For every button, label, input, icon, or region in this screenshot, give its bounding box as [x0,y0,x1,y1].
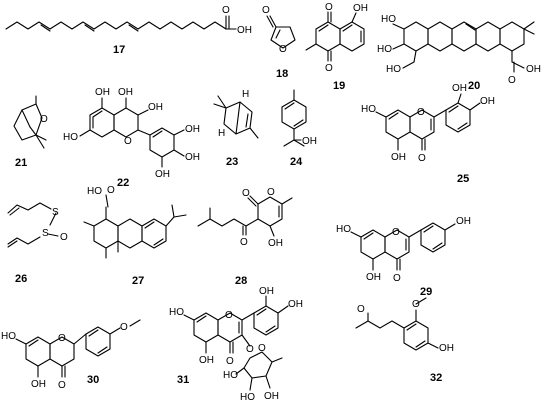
atom-o-ring: O [279,44,287,55]
atom-oh-5p: OH [155,169,170,180]
atom-oh: OH [237,25,252,36]
atom-o-glycoside: O [246,344,254,355]
atom-o-carbonyl: O [226,356,234,367]
atom-o-lactone: O [242,188,250,199]
atom-oh-7: HO [63,132,78,143]
atom-o: O [60,232,68,243]
atom-oh-5: OH [199,355,214,366]
structure-18: O O [262,5,296,55]
atom-oh-c2: HO [381,14,396,25]
atom-o-carbonyl: O [262,5,270,16]
atom-oh-5: OH [95,87,110,98]
atom-oh-3: OH [148,102,163,113]
compound-number-21: 21 [15,157,27,169]
atom-oh-5: OH [31,379,46,390]
atom-o-carbonyl: O [418,153,426,164]
structure-23: H H [213,89,259,139]
atom-oh-c23: HO [386,64,401,75]
atom-o-ring: O [417,107,425,118]
atom-cooh-oh: OH [526,64,541,75]
compound-number-31: 31 [177,374,189,386]
structure-27: HO O [83,185,187,259]
structure-25: HO O OH O OH OH [361,83,495,164]
compound-number-26: 26 [15,273,27,285]
structure-32: O O OH [355,297,454,354]
structure-31: HO O OH O OH OH O O HO HO OH [169,286,303,403]
atom-o-ring: O [392,227,400,238]
atom-oh-7: HO [336,224,351,235]
atom-oh-4p: OH [288,299,303,310]
atom-oh: OH [439,343,454,354]
compound-number-32: 32 [430,372,442,384]
atom-h-bottom: H [218,128,225,139]
structure-22: OH OH OH HO O OH OH OH [63,87,200,180]
atom-o-methoxy: O [412,299,420,310]
atom-oh: OH [268,238,283,249]
atom-o-ketone: O [357,304,365,315]
atom-oh-5: OH [366,272,381,283]
atom-o: O [40,114,48,125]
compound-number-17: 17 [113,44,125,56]
atom-oh-sugar-3: OH [264,391,279,402]
atom-oh: OH [353,3,368,14]
structure-20: HO HO HO OH O [377,14,541,86]
structure-28: O O O OH [197,187,293,249]
compound-number-27: 27 [132,275,144,287]
atom-oh-4: OH [118,87,133,98]
compound-number-28: 28 [235,275,247,287]
atom-oh-5: OH [391,152,406,163]
atom-o-bottom: O [325,63,333,74]
atom-o-ring: O [267,187,275,198]
atom-oh: HO [87,186,102,197]
atom-oh-sugar-1: HO [223,370,238,381]
atom-o-ketone: O [240,237,248,248]
atom-oh-3p: OH [452,83,467,94]
atom-s-2: S [42,228,49,239]
atom-o: O [222,5,230,16]
compound-number-19: 19 [333,80,345,92]
atom-o-ring: O [225,310,233,321]
atom-oh-c3: HO [377,44,392,55]
atom-h-top: H [242,89,249,100]
atom-oh-4p: OH [185,152,200,163]
atom-o-ring: O [58,333,66,344]
compound-number-23: 23 [226,156,238,168]
compound-number-24: 24 [290,156,303,168]
atom-oh-3p: OH [185,124,200,135]
atom-oh: OH [302,136,317,147]
structure-19: O O OH [305,2,368,74]
structure-24: OH [281,89,317,147]
compound-number-22: 22 [117,177,129,189]
atom-oh-4p: OH [480,96,495,107]
atom-o-carbonyl: O [58,380,66,391]
compound-number-29: 29 [420,286,432,298]
atom-o: O [107,185,115,196]
atom-s-1: S [52,207,59,218]
compound-number-18: 18 [276,68,288,80]
atom-oh-7: HO [1,331,16,342]
atom-oh-sugar-2: HO [240,392,255,403]
structure-30: HO O OH O O [1,319,141,391]
atom-oh-7: HO [169,307,184,318]
atom-o-carbonyl: O [393,273,401,284]
compound-number-30: 30 [87,374,99,386]
atom-oh-3p: OH [259,286,274,297]
structure-21: O [13,95,48,149]
atom-cooh-o: O [508,75,516,86]
atom-o-sugar: O [258,343,266,354]
structure-26: S S O [7,202,68,248]
atom-o-methoxy: O [120,322,128,333]
structure-29: HO O OH O OH [336,216,471,284]
structure-17: O OH [5,5,252,36]
atom-oh-7: HO [361,104,376,115]
compound-number-25: 25 [457,173,469,185]
atom-oh-4p: OH [456,216,471,227]
atom-o-top: O [325,2,333,13]
compound-number-20: 20 [468,80,480,92]
atom-o-ring: O [124,136,132,147]
